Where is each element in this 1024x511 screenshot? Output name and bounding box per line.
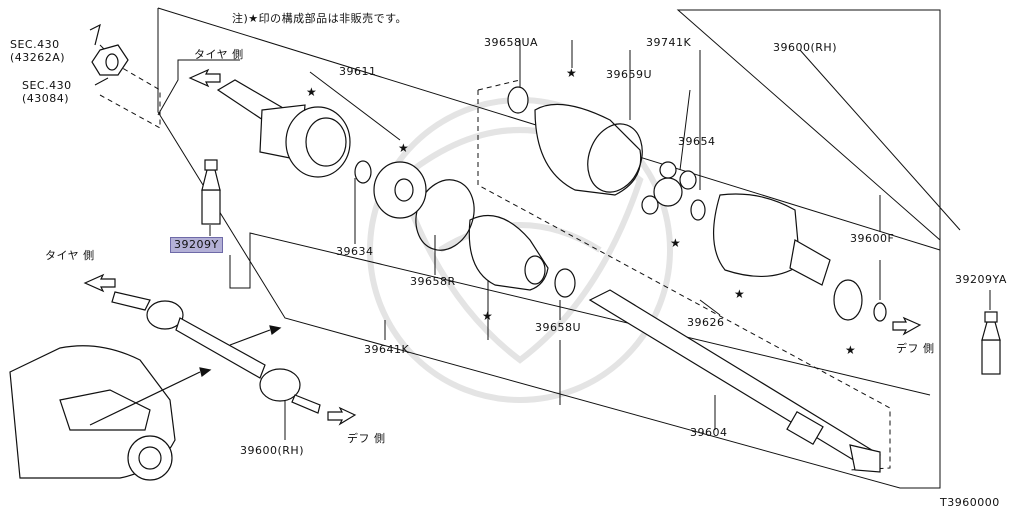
part-39658UA[interactable]: 39658UA: [484, 36, 539, 49]
frame-mid: [157, 59, 240, 116]
label-sec430-b: SEC.430: [22, 79, 72, 92]
label-diff-side-right: デフ 側: [896, 342, 935, 355]
part-39209Y-highlighted[interactable]: 39209Y: [170, 237, 223, 253]
star-mark: ★: [566, 66, 577, 80]
boot-inner: [507, 86, 642, 196]
part-39626[interactable]: 39626: [687, 316, 725, 329]
star-mark: ★: [845, 343, 856, 357]
grease-tube-right: [981, 311, 1001, 375]
part-39641K[interactable]: 39641K: [364, 343, 410, 356]
part-39634[interactable]: 39634: [336, 245, 374, 258]
note-text: 注)★印の構成部品は非販売です。: [232, 12, 408, 25]
star-mark: ★: [482, 309, 493, 323]
part-39600RH-bottom[interactable]: 39600(RH): [240, 444, 304, 457]
part-39658R[interactable]: 39658R: [410, 275, 456, 288]
outer-frame: [157, 8, 941, 489]
diagram-code: T3960000: [940, 496, 1000, 509]
inset-bracket: [229, 232, 931, 396]
label-tire-side-top: タイヤ 側: [194, 48, 244, 61]
boot-outer: [468, 214, 549, 291]
part-39604[interactable]: 39604: [690, 426, 728, 439]
part-39611[interactable]: 39611: [339, 65, 377, 78]
ball-race: [373, 161, 427, 219]
direction-arrows: [83, 68, 922, 426]
inner-housing: [713, 193, 831, 286]
part-39600RH-top[interactable]: 39600(RH): [773, 41, 837, 54]
grease-tube-left: [201, 159, 221, 225]
outer-cv-joint: [216, 79, 351, 178]
shaft-assembled: [111, 291, 321, 414]
label-tire-side-left: タイヤ 側: [45, 249, 95, 262]
dashed-box-top: [477, 79, 521, 91]
part-39741K[interactable]: 39741K: [646, 36, 692, 49]
boot-clamps: [354, 123, 887, 322]
star-mark: ★: [398, 141, 409, 155]
star-mark: ★: [734, 287, 745, 301]
label-diff-side-bottom: デフ 側: [347, 432, 386, 445]
part-39659U[interactable]: 39659U: [606, 68, 653, 81]
dashed-box-right: [477, 90, 891, 471]
star-mark: ★: [670, 236, 681, 250]
non-sale-stars: ★ ★ ★ ★ ★ ★ ★: [306, 66, 856, 357]
part-39600F[interactable]: 39600F: [850, 232, 895, 245]
vehicle-silhouette: [9, 345, 176, 481]
part-39209YA[interactable]: 39209YA: [955, 273, 1007, 286]
shaft-top: [588, 289, 881, 473]
label-sec430-b-code: (43084): [22, 92, 70, 105]
label-sec430-a-code: (43262A): [10, 51, 66, 64]
star-mark: ★: [306, 85, 317, 99]
tripod-joint: [641, 161, 697, 215]
label-sec430-a: SEC.430: [10, 38, 60, 51]
hub-nut: [89, 23, 129, 76]
part-39654[interactable]: 39654: [678, 135, 716, 148]
part-39658U[interactable]: 39658U: [535, 321, 582, 334]
